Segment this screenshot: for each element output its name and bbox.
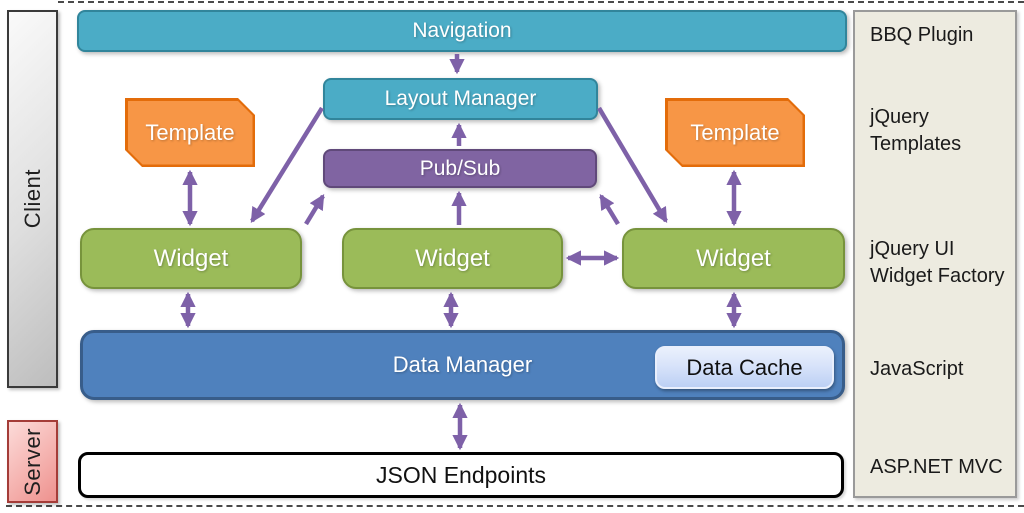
navigation-label: Navigation xyxy=(412,19,512,42)
server-lane-label: Server xyxy=(19,427,45,496)
top-dashed-line xyxy=(58,1,1024,3)
data-manager-node: Data Manager Data Cache xyxy=(80,330,845,400)
widget-left-label: Widget xyxy=(153,244,229,272)
template-right-body: Template xyxy=(668,101,803,165)
sidebar-item-bbq-plugin: BBQ Plugin xyxy=(870,24,974,46)
bottom-dashed-line xyxy=(6,505,1024,507)
widget-right-label: Widget xyxy=(696,244,771,272)
template-left-body: Template xyxy=(128,101,253,165)
data-cache-label: Data Cache xyxy=(686,354,803,380)
data-manager-label: Data Manager xyxy=(392,352,533,377)
sidebar-item-jquery-templates: jQuery Templates xyxy=(870,106,962,155)
server-lane: Server xyxy=(7,420,58,503)
widget-right-node: Widget xyxy=(622,228,845,289)
layout-manager-label: Layout Manager xyxy=(384,87,537,110)
json-endpoints-label: JSON Endpoints xyxy=(375,461,547,488)
template-left-node: Template xyxy=(125,98,255,167)
client-lane-label: Client xyxy=(19,169,45,229)
sidebar-item-aspnet-mvc: ASP.NET MVC xyxy=(870,456,1003,478)
pubsub-label: Pub/Sub xyxy=(419,156,501,180)
arrow-widget-right-to-pubsub xyxy=(599,194,620,226)
widget-middle-label: Widget xyxy=(415,244,490,272)
widget-middle-node: Widget xyxy=(342,228,563,289)
widget-left-node: Widget xyxy=(80,228,302,289)
sidebar-item-jquery-ui: jQuery UI Widget Factory xyxy=(870,238,1005,287)
template-right-node: Template xyxy=(665,98,805,167)
sidebar-item-javascript: JavaScript xyxy=(870,358,964,380)
navigation-node: Navigation xyxy=(77,10,847,52)
arrow-widget-left-to-pubsub xyxy=(304,194,325,226)
layout-manager-node: Layout Manager xyxy=(323,78,598,120)
pubsub-node: Pub/Sub xyxy=(323,149,597,188)
json-endpoints-node: JSON Endpoints xyxy=(78,452,844,498)
template-left-label: Template xyxy=(145,119,235,145)
technology-sidebar: BBQ Plugin jQuery Templates jQuery UI Wi… xyxy=(853,10,1017,498)
arrow-layout-to-widget-right xyxy=(597,106,668,223)
data-cache-node: Data Cache xyxy=(655,346,834,389)
arrow-layout-to-widget-left xyxy=(250,106,324,223)
client-lane: Client xyxy=(7,10,58,388)
template-right-label: Template xyxy=(690,119,780,145)
